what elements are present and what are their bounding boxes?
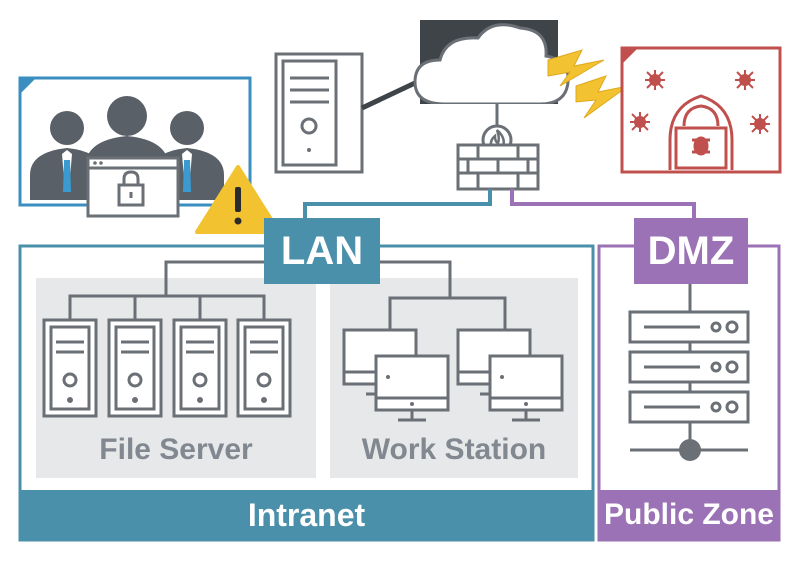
virus-icon [630, 70, 770, 134]
dmz-label: DMZ [647, 229, 735, 273]
server-icon [172, 318, 228, 418]
public-zone-label: Public Zone [603, 498, 774, 531]
firewall-icon [456, 124, 540, 191]
lock-window [86, 156, 180, 218]
tower-server-icon [274, 52, 364, 174]
lock-icon [117, 170, 145, 207]
monitor-icon [374, 354, 450, 422]
file-server-label: File Server [99, 433, 253, 466]
warning-icon [195, 165, 281, 234]
server-icon [236, 318, 292, 418]
monitor-icon [488, 354, 564, 422]
hacker-panel [620, 46, 782, 174]
users-panel [18, 76, 281, 234]
rack-server-icon [628, 310, 750, 452]
intranet-label: Intranet [247, 497, 366, 533]
cloud-icon [413, 20, 570, 108]
lan-label: LAN [280, 229, 364, 273]
server-icon [107, 318, 163, 418]
server-icon [42, 318, 98, 418]
hacker-icon [668, 94, 734, 170]
lightning-icon [547, 49, 629, 119]
work-station-group [342, 328, 564, 422]
work-station-label: Work Station [361, 433, 547, 466]
file-server-group [42, 318, 292, 418]
